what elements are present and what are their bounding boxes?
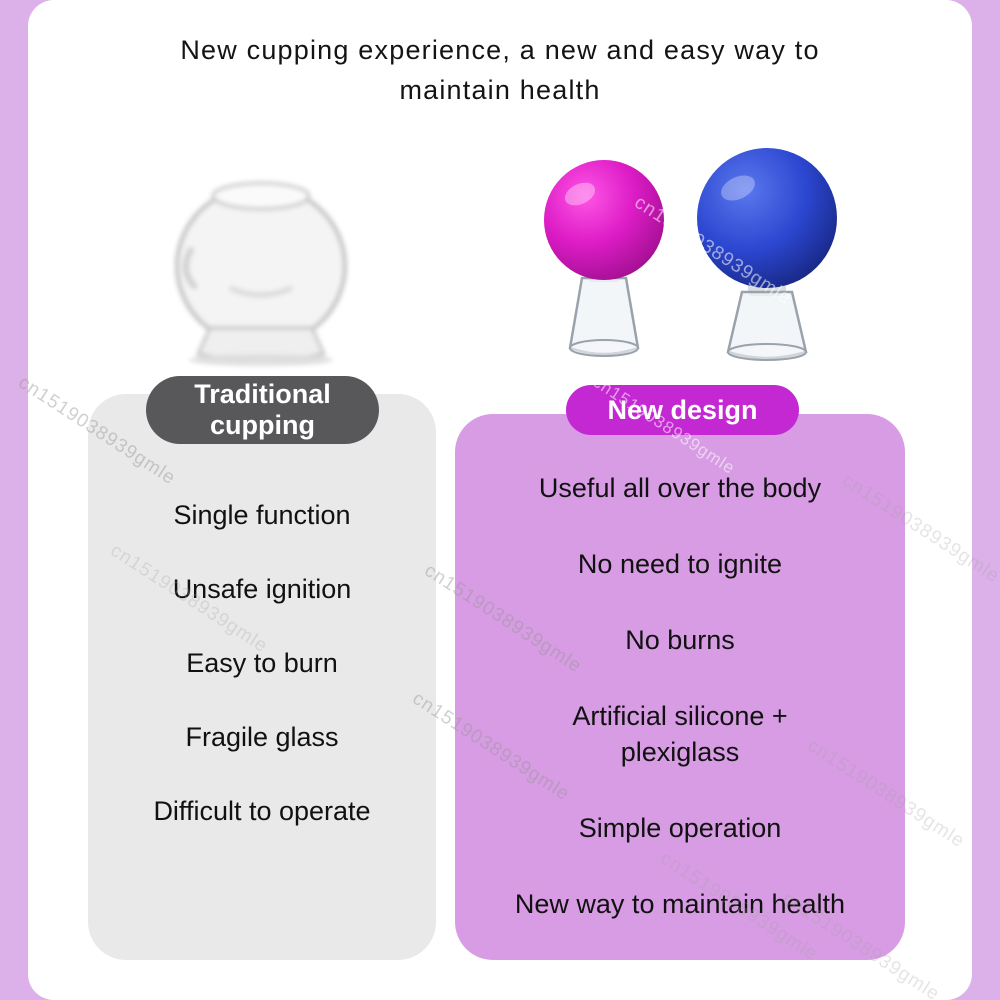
new-design-badge: New design [566,385,799,435]
title-line-1: New cupping experience, a new and easy w… [180,35,820,65]
pink-cup-illustration [544,160,664,357]
new-feature-2: No need to ignite [577,549,783,579]
blue-silicone-cup-image [686,146,848,370]
traditional-features-box: Single function Unsafe ignition Easy to … [88,394,436,960]
traditional-badge-line-2: cupping [210,410,315,440]
new-feature-4: Artificial silicone + plexiglass [572,701,788,767]
new-feature-6: New way to maintain health [514,889,846,919]
blue-cup-illustration [697,148,837,361]
traditional-cupping-badge: Traditional cupping [146,376,379,444]
new-design-features-box: Useful all over the body No need to igni… [455,414,905,960]
title-line-2: maintain health [399,75,601,105]
new-design-badge-label: New design [607,395,758,425]
traditional-feature-4: Fragile glass [185,722,339,752]
traditional-feature-2: Unsafe ignition [172,574,352,604]
new-feature-1: Useful all over the body [538,473,822,503]
traditional-feature-5: Difficult to operate [153,796,371,826]
pink-silicone-cup-image [538,158,670,370]
traditional-feature-3: Easy to burn [186,648,338,678]
new-feature-5: Simple operation [578,813,782,843]
glass-cup-illustration [175,181,347,366]
traditional-badge-line-1: Traditional [194,379,331,409]
traditional-glass-cup-image [152,168,370,370]
page-title: New cupping experience, a new and easy w… [0,30,1000,110]
new-feature-3: No burns [625,625,735,655]
traditional-feature-1: Single function [173,500,351,530]
